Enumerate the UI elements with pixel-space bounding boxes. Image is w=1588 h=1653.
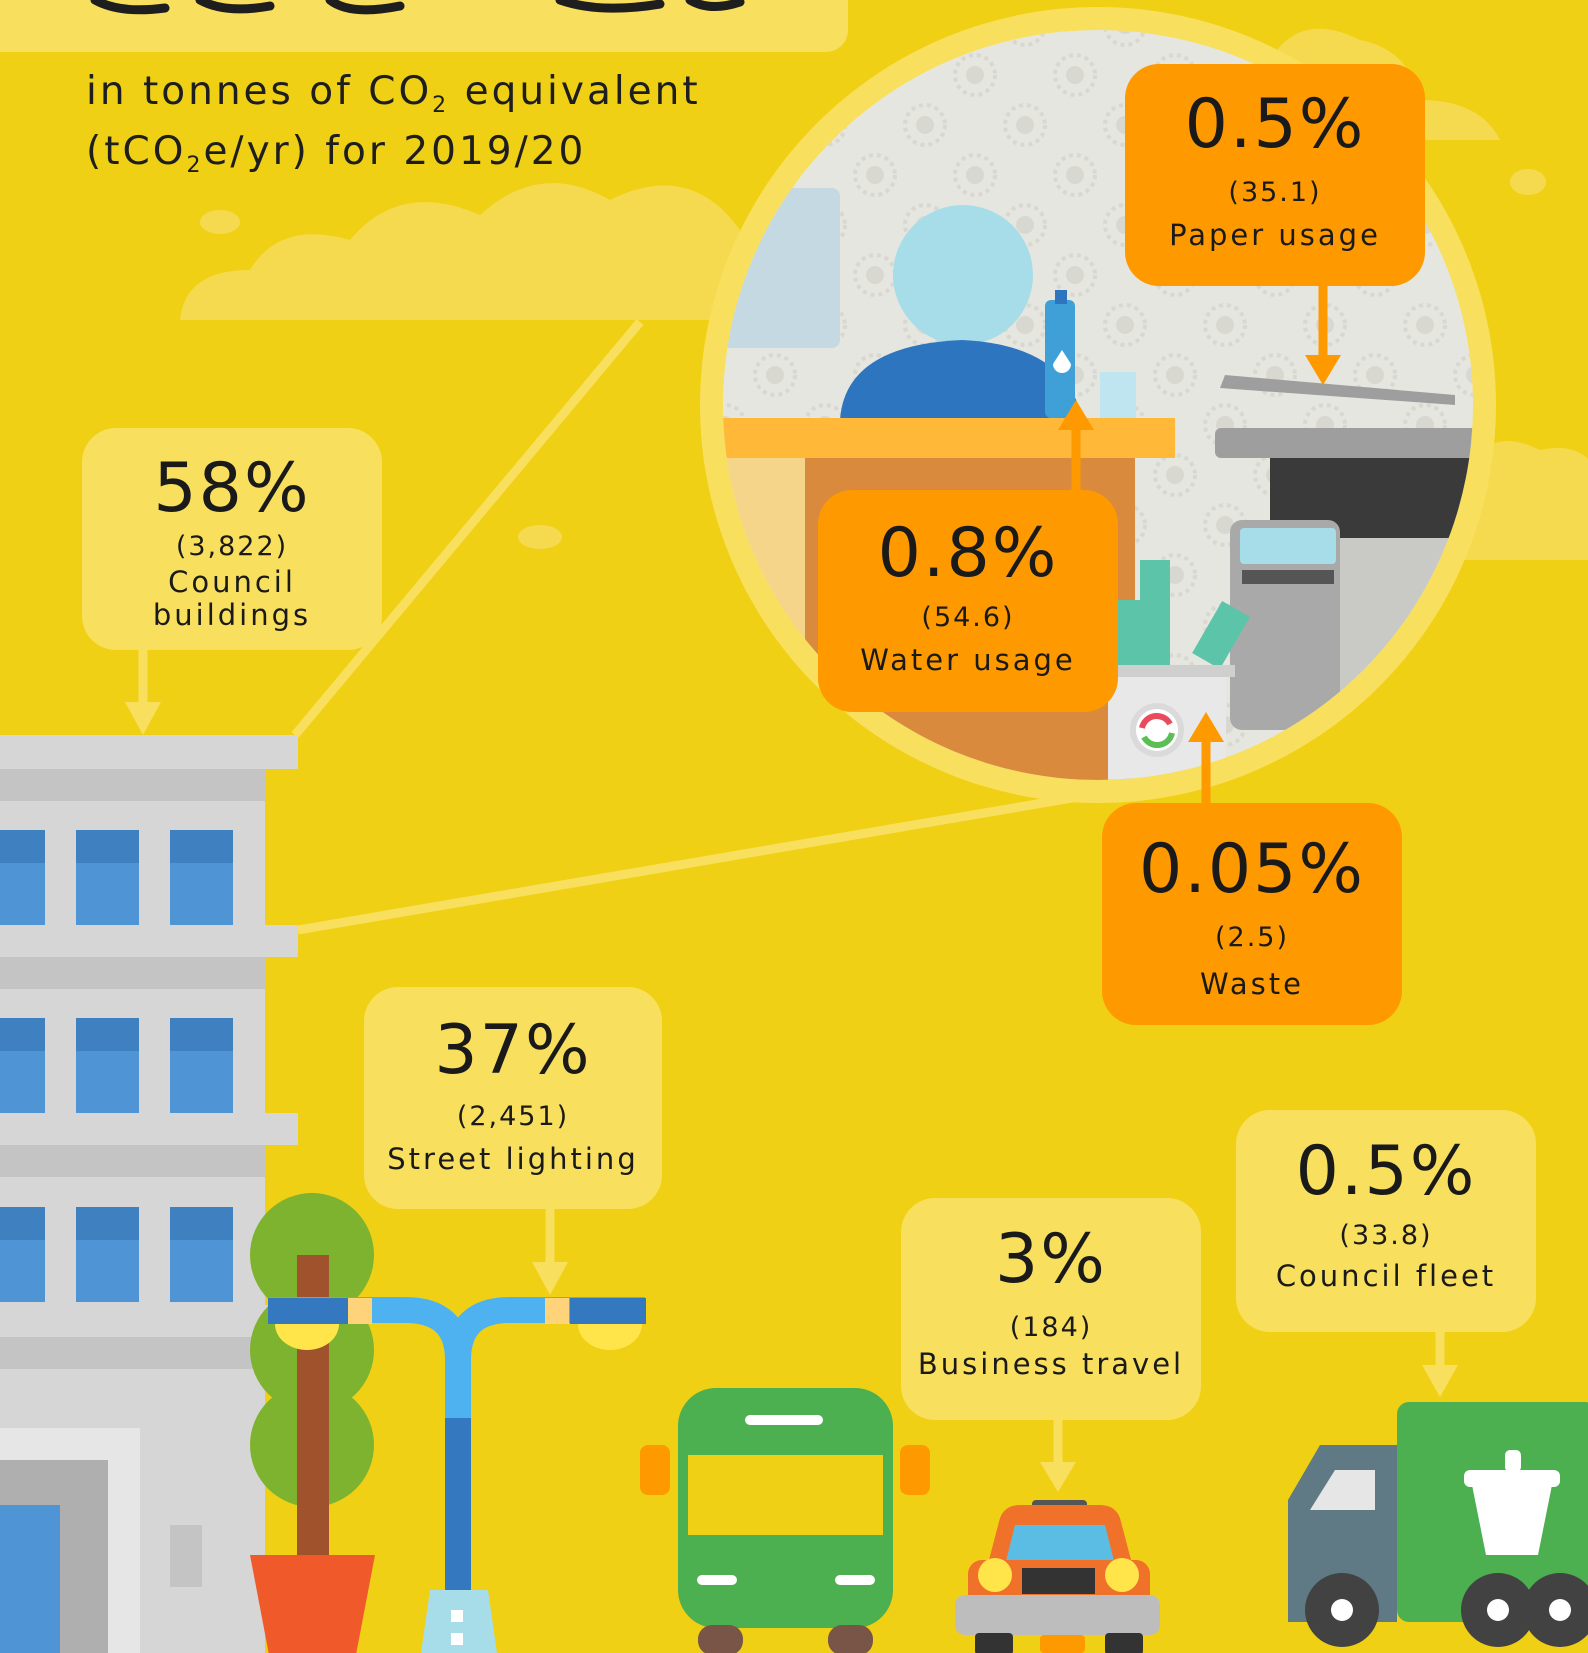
garbage-truck-icon: [1288, 1402, 1588, 1647]
arrow-icon: [1058, 285, 1341, 805]
subtitle: in tonnes of CO2 equivalent (tCO2e/yr) f…: [86, 62, 701, 182]
zoom-connector-line: [291, 319, 644, 738]
callout-label: Street lighting: [387, 1142, 639, 1177]
arrow-icon: [125, 648, 1458, 1492]
callout-label: Waste: [1200, 967, 1304, 1002]
callout-percent: 0.5%: [1295, 1132, 1477, 1211]
subtitle-line-2: (tCO2e/yr) for 2019/20: [86, 122, 701, 182]
callout-council-fleet: 0.5% (33.8) Council fleet: [1236, 1110, 1536, 1332]
office-building-icon: [0, 735, 298, 1653]
callout-label: Council fleet: [1275, 1259, 1497, 1294]
callout-value: (54.6): [921, 602, 1015, 633]
callout-label: buildings: [152, 598, 312, 633]
callout-value: (33.8): [1339, 1220, 1433, 1251]
callout-percent: 58%: [153, 449, 311, 528]
callout-percent: 0.05%: [1138, 830, 1366, 909]
title-banner: [0, 0, 848, 52]
callout-label: Water usage: [860, 643, 1076, 678]
callout-street-lighting: 37% (2,451) Street lighting: [364, 987, 662, 1209]
title-text-fragment: [90, 0, 745, 15]
zoom-connector-line: [297, 778, 1161, 935]
callout-percent: 3%: [995, 1220, 1107, 1299]
subtitle-line-1: in tonnes of CO2 equivalent: [86, 62, 701, 122]
subscript: 2: [432, 93, 450, 118]
taxi-icon: [955, 1500, 1160, 1653]
subtitle-text: e/yr) for 2019/20: [203, 129, 587, 174]
bus-icon: [640, 1388, 930, 1653]
callout-label: Business travel: [917, 1347, 1185, 1382]
street-lamp-icon: [268, 1297, 646, 1653]
subtitle-text: in tonnes of CO: [86, 69, 433, 114]
subtitle-text: (tCO: [86, 129, 187, 174]
callout-value: (2,451): [456, 1101, 570, 1132]
callout-paper-usage: 0.5% (35.1) Paper usage: [1125, 64, 1425, 286]
callout-percent: 0.5%: [1184, 85, 1366, 164]
potted-tree-icon: [250, 1193, 375, 1653]
callout-value: (2.5): [1214, 922, 1289, 953]
callout-label: Council: [168, 565, 296, 600]
callout-council-buildings: 58% (3,822) Council buildings: [82, 428, 382, 650]
callout-percent: 0.8%: [877, 514, 1059, 593]
callout-waste: 0.05% (2.5) Waste: [1102, 803, 1402, 1025]
callout-business-travel: 3% (184) Business travel: [901, 1198, 1201, 1420]
callout-value: (184): [1009, 1312, 1093, 1343]
callout-value: (35.1): [1228, 177, 1322, 208]
callout-value: (3,822): [175, 531, 289, 562]
callout-water-usage: 0.8% (54.6) Water usage: [818, 490, 1118, 712]
callout-label: Paper usage: [1169, 218, 1381, 253]
callout-percent: 37%: [434, 1011, 592, 1090]
subtitle-text: equivalent: [449, 69, 701, 114]
subscript: 2: [186, 153, 204, 178]
